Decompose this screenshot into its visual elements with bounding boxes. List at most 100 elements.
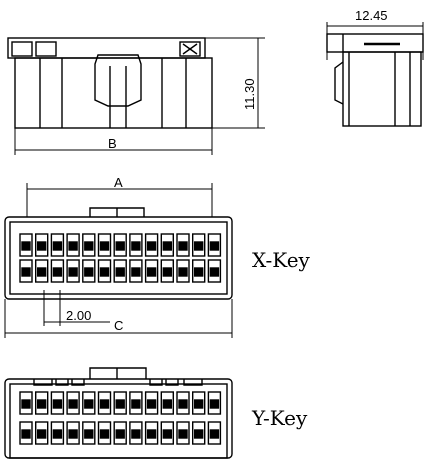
x-key-cavity bbox=[207, 259, 222, 283]
y-key-cavity bbox=[97, 391, 112, 415]
x-key-cavity-pin bbox=[146, 241, 157, 251]
y-key-cavity bbox=[19, 391, 33, 415]
x-key-cavity-pin bbox=[115, 241, 125, 251]
y-key-cavity-pin bbox=[37, 429, 47, 439]
y-key-cavity bbox=[113, 421, 127, 445]
x-key-cavity-pin bbox=[178, 267, 188, 277]
y-key-view bbox=[4, 367, 233, 459]
x-key-cavity-pin bbox=[99, 241, 110, 251]
x-key-cavity bbox=[66, 233, 80, 257]
y-key-cavity-pin bbox=[68, 429, 78, 439]
y-key-cavity-pin bbox=[37, 399, 47, 409]
x-key-cavity bbox=[160, 233, 175, 257]
label-b: B bbox=[108, 136, 117, 151]
y-key-cavity-pin bbox=[84, 399, 94, 409]
y-key-cavity bbox=[144, 391, 159, 415]
y-key-cavity-pin bbox=[68, 399, 78, 409]
y-key-tab bbox=[165, 379, 179, 386]
dimension-c bbox=[4, 299, 233, 338]
y-key-tab bbox=[149, 379, 163, 386]
y-key-cavity-pin bbox=[209, 429, 220, 439]
x-key-cavity-pin bbox=[84, 241, 94, 251]
x-key-cavity bbox=[35, 233, 49, 257]
x-key-cavity bbox=[113, 233, 127, 257]
x-key-cavity bbox=[191, 259, 206, 283]
y-key-cavity bbox=[176, 421, 190, 445]
x-key-cavity-pin bbox=[99, 267, 110, 277]
x-key-cavity-pin bbox=[84, 267, 94, 277]
x-key-cavity bbox=[97, 259, 112, 283]
x-key-cavity-pin bbox=[21, 267, 31, 277]
y-key-cavity bbox=[82, 421, 96, 445]
x-key-cavity bbox=[129, 233, 143, 257]
x-key-cavity bbox=[144, 259, 159, 283]
x-key-cavity bbox=[82, 233, 96, 257]
y-key-cavity-pin bbox=[115, 429, 125, 439]
y-key-cavity-pin bbox=[52, 399, 63, 409]
x-key-cavity bbox=[176, 233, 190, 257]
y-key-cavity bbox=[129, 391, 143, 415]
y-key-cavity-pin bbox=[52, 429, 63, 439]
y-key-tab bbox=[55, 379, 69, 386]
y-key-tab bbox=[183, 379, 203, 386]
x-key-cavity bbox=[35, 259, 49, 283]
x-key-cavity bbox=[144, 233, 159, 257]
y-key-cavity bbox=[35, 391, 49, 415]
y-key-cavity bbox=[35, 421, 49, 445]
x-key-cavity-pin bbox=[193, 267, 204, 277]
y-key-cavity-pin bbox=[84, 429, 94, 439]
y-key-cavity-pin bbox=[146, 429, 157, 439]
x-key-cavity bbox=[160, 259, 175, 283]
x-key-cavity-pin bbox=[162, 267, 173, 277]
y-key-cavity bbox=[144, 421, 159, 445]
side-view bbox=[326, 22, 424, 127]
y-key-cavity-pin bbox=[146, 399, 157, 409]
y-key-cavity-pin bbox=[131, 399, 141, 409]
x-key-cavity-pin bbox=[52, 267, 63, 277]
label-x-key: X-Key bbox=[252, 248, 311, 272]
y-key-cavity-pin bbox=[209, 399, 220, 409]
y-key-cavity bbox=[50, 421, 65, 445]
y-key-cavity bbox=[176, 391, 190, 415]
x-key-cavity-pin bbox=[37, 267, 47, 277]
x-key-cavity bbox=[97, 233, 112, 257]
x-key-cavity bbox=[176, 259, 190, 283]
y-key-cavity bbox=[160, 391, 175, 415]
y-key-cavity bbox=[207, 391, 222, 415]
y-key-cavity bbox=[97, 421, 112, 445]
x-key-cavity bbox=[191, 233, 206, 257]
x-key-cavity-pin bbox=[68, 241, 78, 251]
x-key-cavity bbox=[129, 259, 143, 283]
y-key-cavity bbox=[207, 421, 222, 445]
dimension-b bbox=[14, 128, 213, 155]
dimension-pitch bbox=[43, 290, 110, 326]
label-pitch: 2.00 bbox=[66, 308, 91, 323]
x-key-cavity-pin bbox=[131, 241, 141, 251]
y-key-cavity bbox=[129, 421, 143, 445]
x-key-view bbox=[4, 207, 233, 300]
y-key-cavity-pin bbox=[162, 429, 173, 439]
x-key-cavity-pin bbox=[193, 241, 204, 251]
x-key-cavity-pin bbox=[21, 241, 31, 251]
y-key-cavity-pin bbox=[21, 399, 31, 409]
label-c: C bbox=[114, 318, 123, 333]
x-key-cavity-pin bbox=[209, 267, 220, 277]
x-key-cavity bbox=[50, 233, 65, 257]
y-key-cavity-pin bbox=[178, 399, 188, 409]
y-key-cavity-pin bbox=[162, 399, 173, 409]
x-key-cavity bbox=[66, 259, 80, 283]
y-key-cavity bbox=[19, 421, 33, 445]
dimension-a bbox=[26, 183, 213, 217]
label-y-key: Y-Key bbox=[251, 406, 308, 430]
x-key-cavity bbox=[207, 233, 222, 257]
y-key-cavity bbox=[191, 421, 206, 445]
x-key-cavity bbox=[113, 259, 127, 283]
y-key-cavity-pin bbox=[99, 399, 110, 409]
y-key-cavity bbox=[50, 391, 65, 415]
x-key-cavity bbox=[19, 259, 33, 283]
x-key-cavity-pin bbox=[162, 241, 173, 251]
y-key-cavity-pin bbox=[193, 429, 204, 439]
x-key-cavity-pin bbox=[68, 267, 78, 277]
label-width-top: 12.45 bbox=[355, 8, 388, 23]
x-key-cavity-pin bbox=[146, 267, 157, 277]
